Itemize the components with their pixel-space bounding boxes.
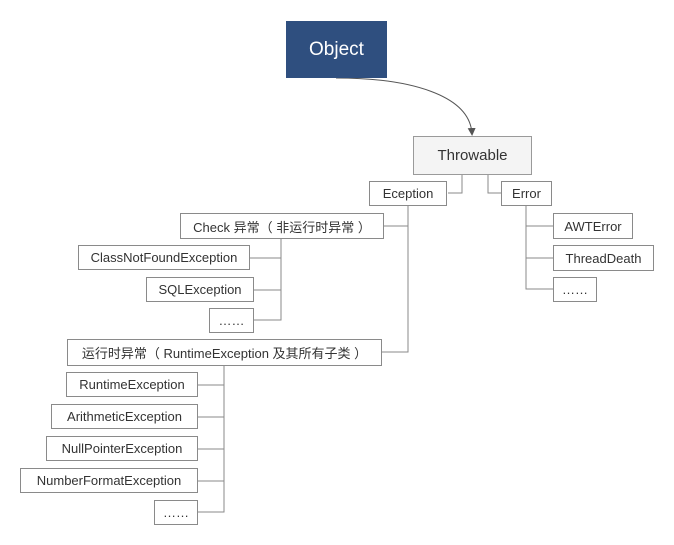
check-exception-node: Check 异常（ 非运行时异常 ） (180, 213, 384, 239)
null-pointer-exception-node: NullPointerException (46, 436, 198, 461)
awt-error-label: AWTError (564, 218, 622, 234)
runtime-exception-node: RuntimeException (66, 372, 198, 397)
arithmetic-exception-label: ArithmeticException (67, 409, 182, 424)
sql-exception-label: SQLException (158, 282, 242, 297)
runtime-more-label: …… (163, 505, 189, 520)
check-more-node: …… (209, 308, 254, 333)
thread-death-node: ThreadDeath (553, 245, 654, 271)
object-label: Object (309, 38, 364, 60)
arithmetic-exception-node: ArithmeticException (51, 404, 198, 429)
error-label: Error (512, 186, 541, 201)
awt-error-node: AWTError (553, 213, 633, 239)
null-pointer-exception-label: NullPointerException (61, 441, 183, 456)
error-node: Error (501, 181, 552, 206)
throwable-branch-error (487, 175, 501, 194)
check-exception-label: Check 异常（ 非运行时异常 ） (193, 219, 371, 235)
runtime-group-label: 运行时异常（ RuntimeException 及其所有子类 ） (81, 346, 368, 361)
class-not-found-label: ClassNotFoundException (90, 250, 238, 265)
runtime-group-node: 运行时异常（ RuntimeException 及其所有子类 ） (67, 339, 382, 366)
error-branch (525, 206, 553, 290)
runtime-exception-label: RuntimeException (79, 377, 185, 392)
runtime-branch (198, 366, 225, 513)
exception-node: Eception (369, 181, 447, 206)
exception-label: Eception (382, 186, 434, 201)
throwable-node: Throwable (413, 136, 532, 175)
check-branch (254, 239, 282, 321)
exception-branch (384, 206, 409, 227)
runtime-more-node: …… (154, 500, 198, 525)
number-format-exception-node: NumberFormatException (20, 468, 198, 493)
error-more-label: …… (562, 282, 588, 297)
class-not-found-node: ClassNotFoundException (78, 245, 250, 270)
check-more-label: …… (218, 313, 245, 328)
throwable-branch (448, 175, 463, 194)
object-node: Object (286, 21, 387, 78)
error-more-node: …… (553, 277, 597, 302)
sql-exception-node: SQLException (146, 277, 254, 302)
number-format-exception-label: NumberFormatException (36, 473, 182, 488)
thread-death-label: ThreadDeath (565, 250, 642, 266)
throwable-label: Throwable (437, 147, 508, 164)
object-to-throwable-arrow (335, 77, 476, 136)
exception-branch-runtime (382, 226, 409, 353)
